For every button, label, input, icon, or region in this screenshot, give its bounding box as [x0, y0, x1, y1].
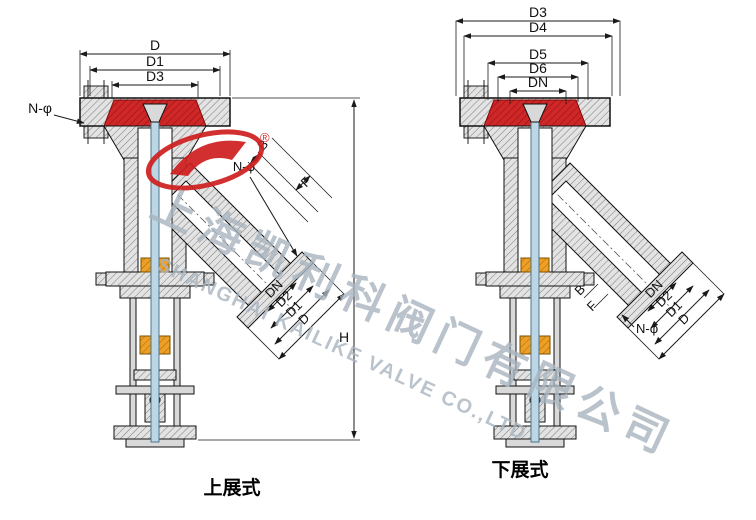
extension-line	[593, 293, 609, 309]
dim-label-D3: D3	[146, 68, 164, 84]
left-valve-caption: 上展式	[203, 476, 260, 499]
extension-line	[271, 137, 333, 199]
left-bolt-callout-top: N-φ	[28, 100, 85, 124]
dim-line-D	[278, 293, 345, 360]
dim-label-D: D	[150, 37, 160, 53]
extension-line	[627, 327, 660, 360]
dim-label-DN: DN	[528, 74, 548, 90]
leader-line	[249, 176, 298, 257]
dim-line-F	[295, 175, 311, 191]
right-top-dimensions: D3 D4 D5 D6 DN	[455, 4, 621, 104]
extension-line	[692, 262, 725, 295]
dim-label-D4: D4	[529, 19, 547, 35]
leader-line	[53, 114, 85, 124]
bolt-callout-outlet-label: N-φ	[636, 321, 658, 336]
dim-label-D5: D5	[529, 46, 547, 62]
dim-label-F: F	[584, 298, 600, 314]
extension-line	[257, 151, 319, 213]
bolt-callout-outlet-label: N-φ	[233, 159, 255, 174]
logo-swoosh	[170, 140, 246, 176]
left-height-dimension: H	[198, 97, 360, 441]
extension-line	[247, 327, 280, 360]
dim-label-D3: D3	[529, 4, 547, 20]
dim-label-D1: D1	[146, 53, 164, 69]
logo-ellipse	[145, 129, 265, 191]
bolt-callout-label: N-φ	[28, 100, 52, 116]
left-top-dimensions: D D1 D3	[79, 37, 231, 98]
extension-line	[312, 262, 345, 295]
dim-line-D	[658, 293, 725, 360]
brand-logo: ®	[145, 129, 270, 191]
right-outlet-diameter-dimensions: DN D2 D1 D	[627, 262, 725, 360]
dim-label-D6: D6	[529, 60, 547, 76]
registered-mark: ®	[260, 130, 270, 145]
right-valve-caption: 下展式	[491, 458, 548, 481]
dim-label-F: F	[298, 174, 314, 190]
dim-label-H: H	[339, 329, 349, 345]
extension-line	[583, 283, 599, 299]
extension-line	[247, 161, 309, 223]
leader-line	[621, 314, 635, 328]
